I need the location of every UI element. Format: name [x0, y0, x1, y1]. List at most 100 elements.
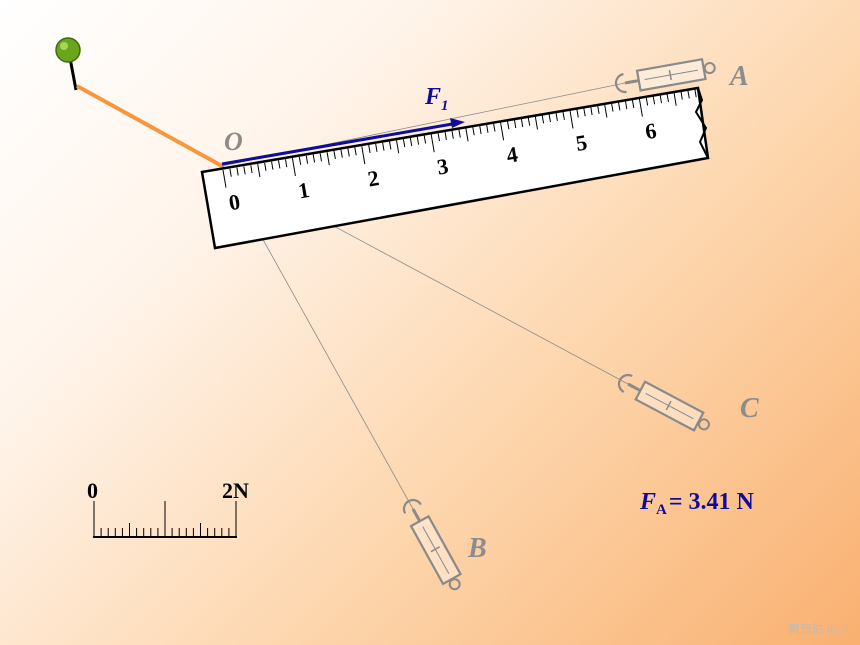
ruler-number: 5	[574, 129, 589, 155]
ruler-tick	[333, 150, 336, 159]
rubber-rope	[76, 84, 223, 168]
ruler-tick	[409, 137, 413, 146]
ruler-tick	[625, 101, 628, 110]
ruler-tick	[569, 110, 574, 129]
ruler-tick	[555, 113, 558, 121]
ruler-number: 0	[227, 189, 242, 215]
ruler-tick	[312, 154, 316, 163]
ruler-number: 1	[296, 177, 311, 203]
ruler-tick	[271, 161, 274, 170]
ruler-ticks	[222, 89, 697, 188]
balance-b-label: B	[467, 533, 487, 564]
ruler-tick	[236, 167, 239, 176]
pin-stem	[68, 57, 78, 91]
ruler-tick	[562, 111, 565, 120]
balance-a-label: A	[728, 61, 749, 92]
ruler-tick	[514, 120, 517, 129]
ruler-tick	[278, 160, 281, 169]
ruler-tick	[305, 155, 309, 164]
ruler-tick	[687, 90, 690, 99]
ruler-tick	[486, 124, 489, 133]
ruler-tick	[666, 94, 669, 103]
ruler-tick	[680, 91, 683, 100]
ruler-tick	[368, 145, 371, 154]
ruler-tick	[493, 123, 496, 132]
ruler-tick	[354, 147, 357, 156]
ruler-tick	[396, 140, 400, 154]
ruler-tick	[347, 148, 350, 157]
ruler-tick	[361, 146, 366, 165]
ruler-tick	[479, 126, 482, 135]
ruler-tick	[264, 162, 267, 171]
ruler-tick	[444, 131, 447, 140]
ruler-tick	[611, 103, 614, 112]
ruler-tick	[631, 99, 635, 108]
ruler-tick	[645, 97, 649, 106]
ruler-tick	[291, 158, 296, 176]
ruler-tick	[319, 153, 322, 162]
ruler-tick	[694, 89, 697, 98]
ruler-tick	[597, 105, 600, 114]
ruler-tick	[590, 107, 593, 116]
ruler-tick	[604, 104, 608, 118]
ruler-tick	[437, 133, 440, 142]
ruler-number: 6	[643, 118, 658, 144]
ruler-tick	[583, 108, 586, 117]
ruler-tick	[326, 152, 330, 166]
ruler-tick	[576, 109, 579, 118]
ruler-tick	[507, 121, 510, 130]
ruler-break	[694, 87, 709, 159]
ruler-tick	[402, 139, 406, 148]
ruler-tick	[520, 118, 524, 127]
scale-bar-max: 2N	[222, 478, 249, 503]
ruler-tick	[618, 102, 621, 111]
ruler-tick	[250, 165, 253, 174]
point-o-label: O	[224, 127, 243, 156]
ruler-tick	[229, 168, 232, 177]
ruler-tick	[548, 114, 551, 123]
ruler-tick	[458, 129, 461, 138]
ruler-number: 4	[505, 141, 520, 167]
ruler-tick	[500, 122, 505, 141]
ruler-tick	[243, 166, 246, 175]
ruler-tick	[465, 128, 469, 142]
ruler-tick	[527, 117, 531, 126]
ruler-body	[200, 86, 710, 250]
ruler-tick	[423, 135, 427, 144]
ruler-tick	[430, 134, 435, 153]
ruler-tick	[541, 115, 545, 124]
spring-balance-a	[614, 57, 716, 94]
ruler-tick	[375, 143, 378, 152]
ruler-tick	[652, 96, 656, 105]
scale-bar-zero: 0	[87, 478, 98, 503]
ruler-number: 2	[366, 165, 381, 191]
spring-balance-b	[402, 498, 463, 591]
ruler-tick	[451, 130, 454, 139]
pin-highlight	[60, 42, 68, 50]
ruler-tick	[659, 95, 662, 104]
ruler-tick	[285, 159, 288, 168]
ruler-tick	[340, 149, 343, 158]
ruler-tick	[257, 164, 261, 177]
ruler-tick	[472, 127, 475, 136]
ruler-number: 3	[435, 153, 450, 179]
ruler-tick	[222, 169, 227, 188]
ruler-tick	[673, 92, 677, 106]
spring-balance-c	[617, 373, 710, 432]
balance-c-label: C	[740, 393, 759, 424]
ruler-tick	[534, 116, 538, 130]
ruler-tick	[382, 142, 385, 151]
watermark: 黄恕伯 05.7	[787, 622, 848, 636]
force-label: F1	[424, 84, 449, 114]
ruler-tick	[638, 98, 643, 117]
scale-bar: 0 2N	[87, 478, 249, 538]
ruler: 0 1 2 3 4 5 6	[200, 86, 710, 250]
ruler-numbers: 0 1 2 3 4 5 6	[227, 118, 658, 216]
pin-head	[55, 37, 81, 63]
force-arrow-f1	[221, 118, 465, 166]
ruler-tick	[389, 141, 392, 150]
force-reading: FA= 3.41 N	[639, 489, 755, 518]
ruler-tick	[298, 156, 302, 165]
ruler-tick	[416, 136, 420, 145]
